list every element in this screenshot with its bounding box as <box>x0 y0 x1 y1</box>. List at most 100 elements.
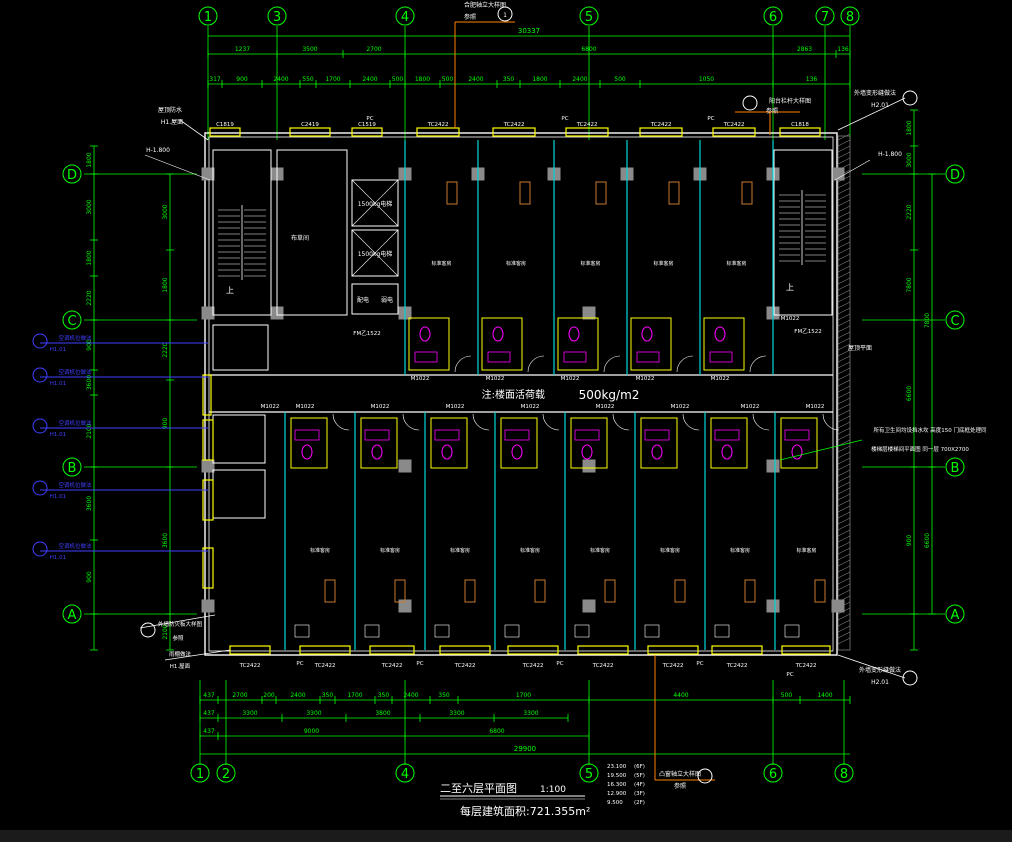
room-label: 标准客房 <box>796 547 816 554</box>
bed-furniture <box>446 181 458 205</box>
hatch-line <box>837 361 851 369</box>
hatch-line <box>837 181 851 189</box>
dimension-text: 1800 <box>415 76 430 83</box>
toilet-fixture <box>492 326 504 342</box>
door-label: M1022 <box>781 316 800 322</box>
level-tag: (5F) <box>634 773 645 779</box>
window-top <box>209 127 241 137</box>
callout-text: 参照 <box>766 107 778 115</box>
structural-column <box>582 306 596 320</box>
callout-bubble <box>902 670 918 686</box>
level-tag: (4F) <box>634 782 645 788</box>
room-label: 弱电 <box>381 296 393 304</box>
hatch-line <box>837 517 851 525</box>
blue-callout-text: H1.01 <box>50 347 66 353</box>
window-bottom <box>711 645 763 655</box>
building-walls <box>201 132 851 656</box>
window-label: TC2422 <box>454 663 476 669</box>
dimension-text: 6800 <box>489 728 504 735</box>
dimension-text: 6600 <box>924 533 931 548</box>
hatch-line <box>837 583 851 591</box>
window-label: TC2422 <box>592 663 614 669</box>
dimension-text: 3000 <box>162 204 169 219</box>
dimension-text: 3300 <box>449 710 464 717</box>
dimension-text: 3000 <box>86 199 93 214</box>
axis-label: 7 <box>821 10 829 25</box>
window-label: TC2422 <box>723 122 745 128</box>
bathtub-fixture <box>784 429 810 441</box>
balcony-fixture <box>574 624 590 638</box>
elevator-shaft <box>351 229 399 277</box>
toilet-fixture <box>581 444 593 460</box>
toilet-fixture <box>791 444 803 460</box>
dimension-text: 3000 <box>906 152 913 167</box>
floor-area: 每层建筑面积:721.355m² <box>460 804 590 818</box>
window-bottom <box>439 645 491 655</box>
bathtub-fixture <box>434 429 460 441</box>
callout-bubble <box>697 768 713 784</box>
dimension-text: 1700 <box>347 692 362 699</box>
dimension-text: 437 <box>203 710 215 717</box>
dimension-text: 437 <box>203 692 215 699</box>
hatch-line <box>837 355 851 363</box>
hatch-line <box>837 151 851 159</box>
hatch-line <box>837 235 851 243</box>
hatch-line <box>837 319 851 327</box>
dimension-text: 3300 <box>242 710 257 717</box>
hatch-line <box>837 271 851 279</box>
callout-text: 屋顶平面 <box>848 345 872 352</box>
dimension-text: 1400 <box>817 692 832 699</box>
pc-label: PC <box>786 672 793 678</box>
exterior-wall <box>204 132 838 656</box>
blue-callout-bubble <box>32 480 48 496</box>
toilet-fixture <box>721 444 733 460</box>
hatch-line <box>837 427 851 435</box>
callout-text: 阳台栏杆大样图 <box>769 97 811 105</box>
stair-core-left <box>212 149 272 316</box>
balcony-fixture <box>434 624 450 638</box>
door-swing <box>822 413 840 431</box>
hatch-line <box>837 373 851 381</box>
dimension-text: 437 <box>203 728 215 735</box>
room-label: 配电 <box>357 296 369 304</box>
room-label: 标准客房 <box>730 547 750 554</box>
elevator-label: 1500kg电梯 <box>358 200 393 208</box>
door-label: M1022 <box>741 404 760 410</box>
dimension-text: 2700 <box>366 46 381 53</box>
axis-label: D <box>950 168 960 183</box>
hatch-line <box>837 481 851 489</box>
stair-up-label: 上 <box>226 286 234 295</box>
blue-callout-text: 空调机位做法 <box>58 334 92 342</box>
hatch-line <box>837 379 851 387</box>
hatch-line <box>837 205 851 213</box>
window-label: C1519 <box>358 122 376 128</box>
window-top <box>492 127 536 137</box>
door-label: M1022 <box>446 404 465 410</box>
bathtub-fixture <box>504 429 530 441</box>
fire-door-label: FM乙1522 <box>794 328 821 335</box>
dimension-text: 2863 <box>797 46 812 53</box>
room-label: 标准客房 <box>520 547 540 554</box>
dimension-text: 3600 <box>86 496 93 511</box>
axis-bubble <box>62 604 82 624</box>
callout-text: 凸窗轴立大样图 <box>659 770 701 778</box>
bathroom-wall <box>710 417 748 469</box>
hatch-line <box>837 295 851 303</box>
window-label: TC2422 <box>662 663 684 669</box>
dimension-text: 6600 <box>906 386 913 401</box>
door-swing <box>676 355 694 373</box>
door-label: M1022 <box>296 404 315 410</box>
door-label: M1022 <box>521 404 540 410</box>
hatch-line <box>837 511 851 519</box>
dimension-text: 500 <box>442 76 454 83</box>
hatch-line <box>837 421 851 429</box>
bathroom-wall <box>780 417 818 469</box>
window-label: TC2422 <box>726 663 748 669</box>
dimension-text: 136 <box>837 46 849 53</box>
window-top <box>416 127 460 137</box>
window-bottom <box>507 645 559 655</box>
door-label: M1022 <box>806 404 825 410</box>
leader-line <box>837 97 906 131</box>
toilet-fixture <box>651 444 663 460</box>
